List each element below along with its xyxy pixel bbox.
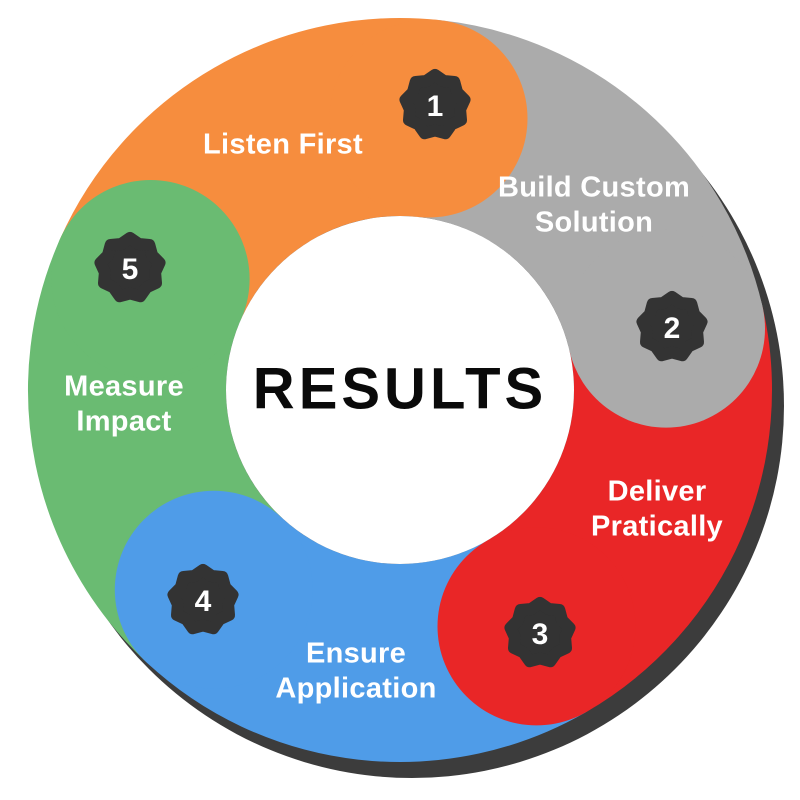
badge-seal-ensure-application: [167, 564, 239, 635]
badge-number-deliver-pratically: 3: [532, 618, 549, 651]
badge-seal-measure-impact: [94, 232, 166, 303]
badge-number-ensure-application: 4: [195, 585, 212, 618]
badge-seal-deliver-pratically: [504, 597, 576, 668]
badge-seal-listen-first: [399, 69, 471, 140]
badge-number-build-custom-solution: 2: [664, 312, 681, 345]
badge-number-measure-impact: 5: [122, 253, 139, 286]
badge-number-listen-first: 1: [427, 90, 444, 123]
center-circle: [226, 216, 574, 564]
badge-seal-build-custom-solution: [636, 291, 708, 362]
